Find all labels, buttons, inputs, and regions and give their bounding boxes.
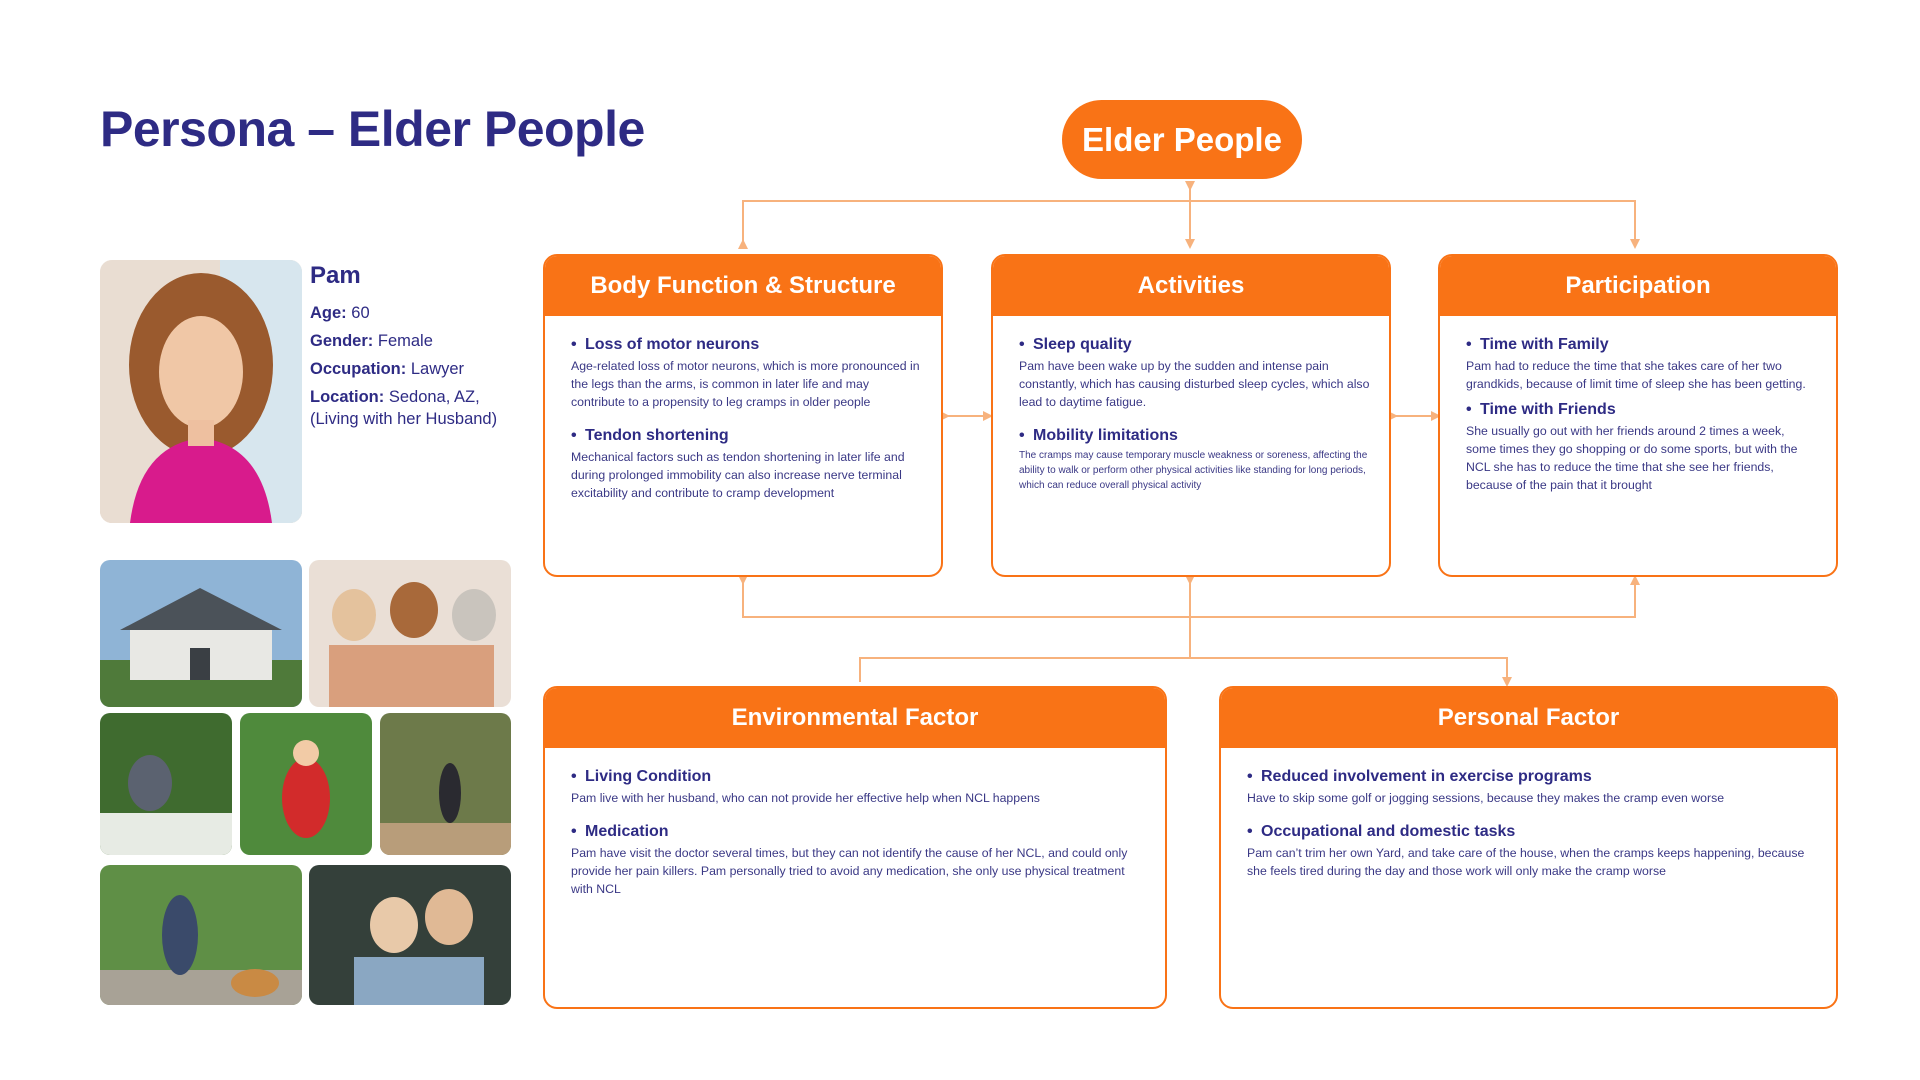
persona-info: Pam Age: 60 Gender: Female Occupation: L… [310,262,530,436]
dog-walk-photo [100,865,302,1005]
root-node-elder-people: Elder People [1062,100,1302,179]
list-item: Medication Pam have visit the doctor sev… [571,823,1147,898]
list-item: Mobility limitations The cramps may caus… [1019,427,1371,493]
arrow-icon [859,657,1512,687]
persona-occupation: Occupation: Lawyer [310,360,465,378]
persona-name: Pam [310,262,361,289]
card-personal-factor: Personal Factor Reduced involvement in e… [1219,686,1838,1009]
card-title: Personal Factor [1221,688,1836,748]
page-title: Persona – Elder People [100,101,645,157]
card-title: Activities [993,256,1389,316]
list-item: Reduced involvement in exercise programs… [1247,768,1818,807]
list-item: Time with Friends She usually go out wit… [1466,401,1818,494]
card-title: Environmental Factor [545,688,1165,748]
card-participation: Participation Time with Family Pam had t… [1438,254,1838,577]
arrow-icon [738,200,1640,249]
couple-photo [309,865,511,1005]
card-activities: Activities Sleep quality Pam have been w… [991,254,1391,577]
persona-gender: Gender: Female [310,332,433,350]
jogging-photo [380,713,511,855]
card-environmental-factor: Environmental Factor Living Condition Pa… [543,686,1167,1009]
card-title: Body Function & Structure [545,256,941,316]
persona-avatar [100,260,302,523]
gardening-photo [100,713,232,855]
golf-photo [240,713,372,855]
friends-photo [309,560,511,707]
persona-location: Location: Sedona, AZ, (Living with her H… [310,388,498,428]
list-item: Time with Family Pam had to reduce the t… [1466,336,1818,393]
portrait-image [100,260,302,523]
list-item: Occupational and domestic tasks Pam can’… [1247,823,1818,880]
list-item: Loss of motor neurons Age-related loss o… [571,336,923,411]
persona-age: Age: 60 [310,304,370,322]
list-item: Sleep quality Pam have been wake up by t… [1019,336,1371,411]
card-body-function: Body Function & Structure Loss of motor … [543,254,943,577]
list-item: Living Condition Pam live with her husba… [571,768,1147,807]
house-photo [100,560,302,707]
list-item: Tendon shortening Mechanical factors suc… [571,427,923,502]
card-title: Participation [1440,256,1836,316]
